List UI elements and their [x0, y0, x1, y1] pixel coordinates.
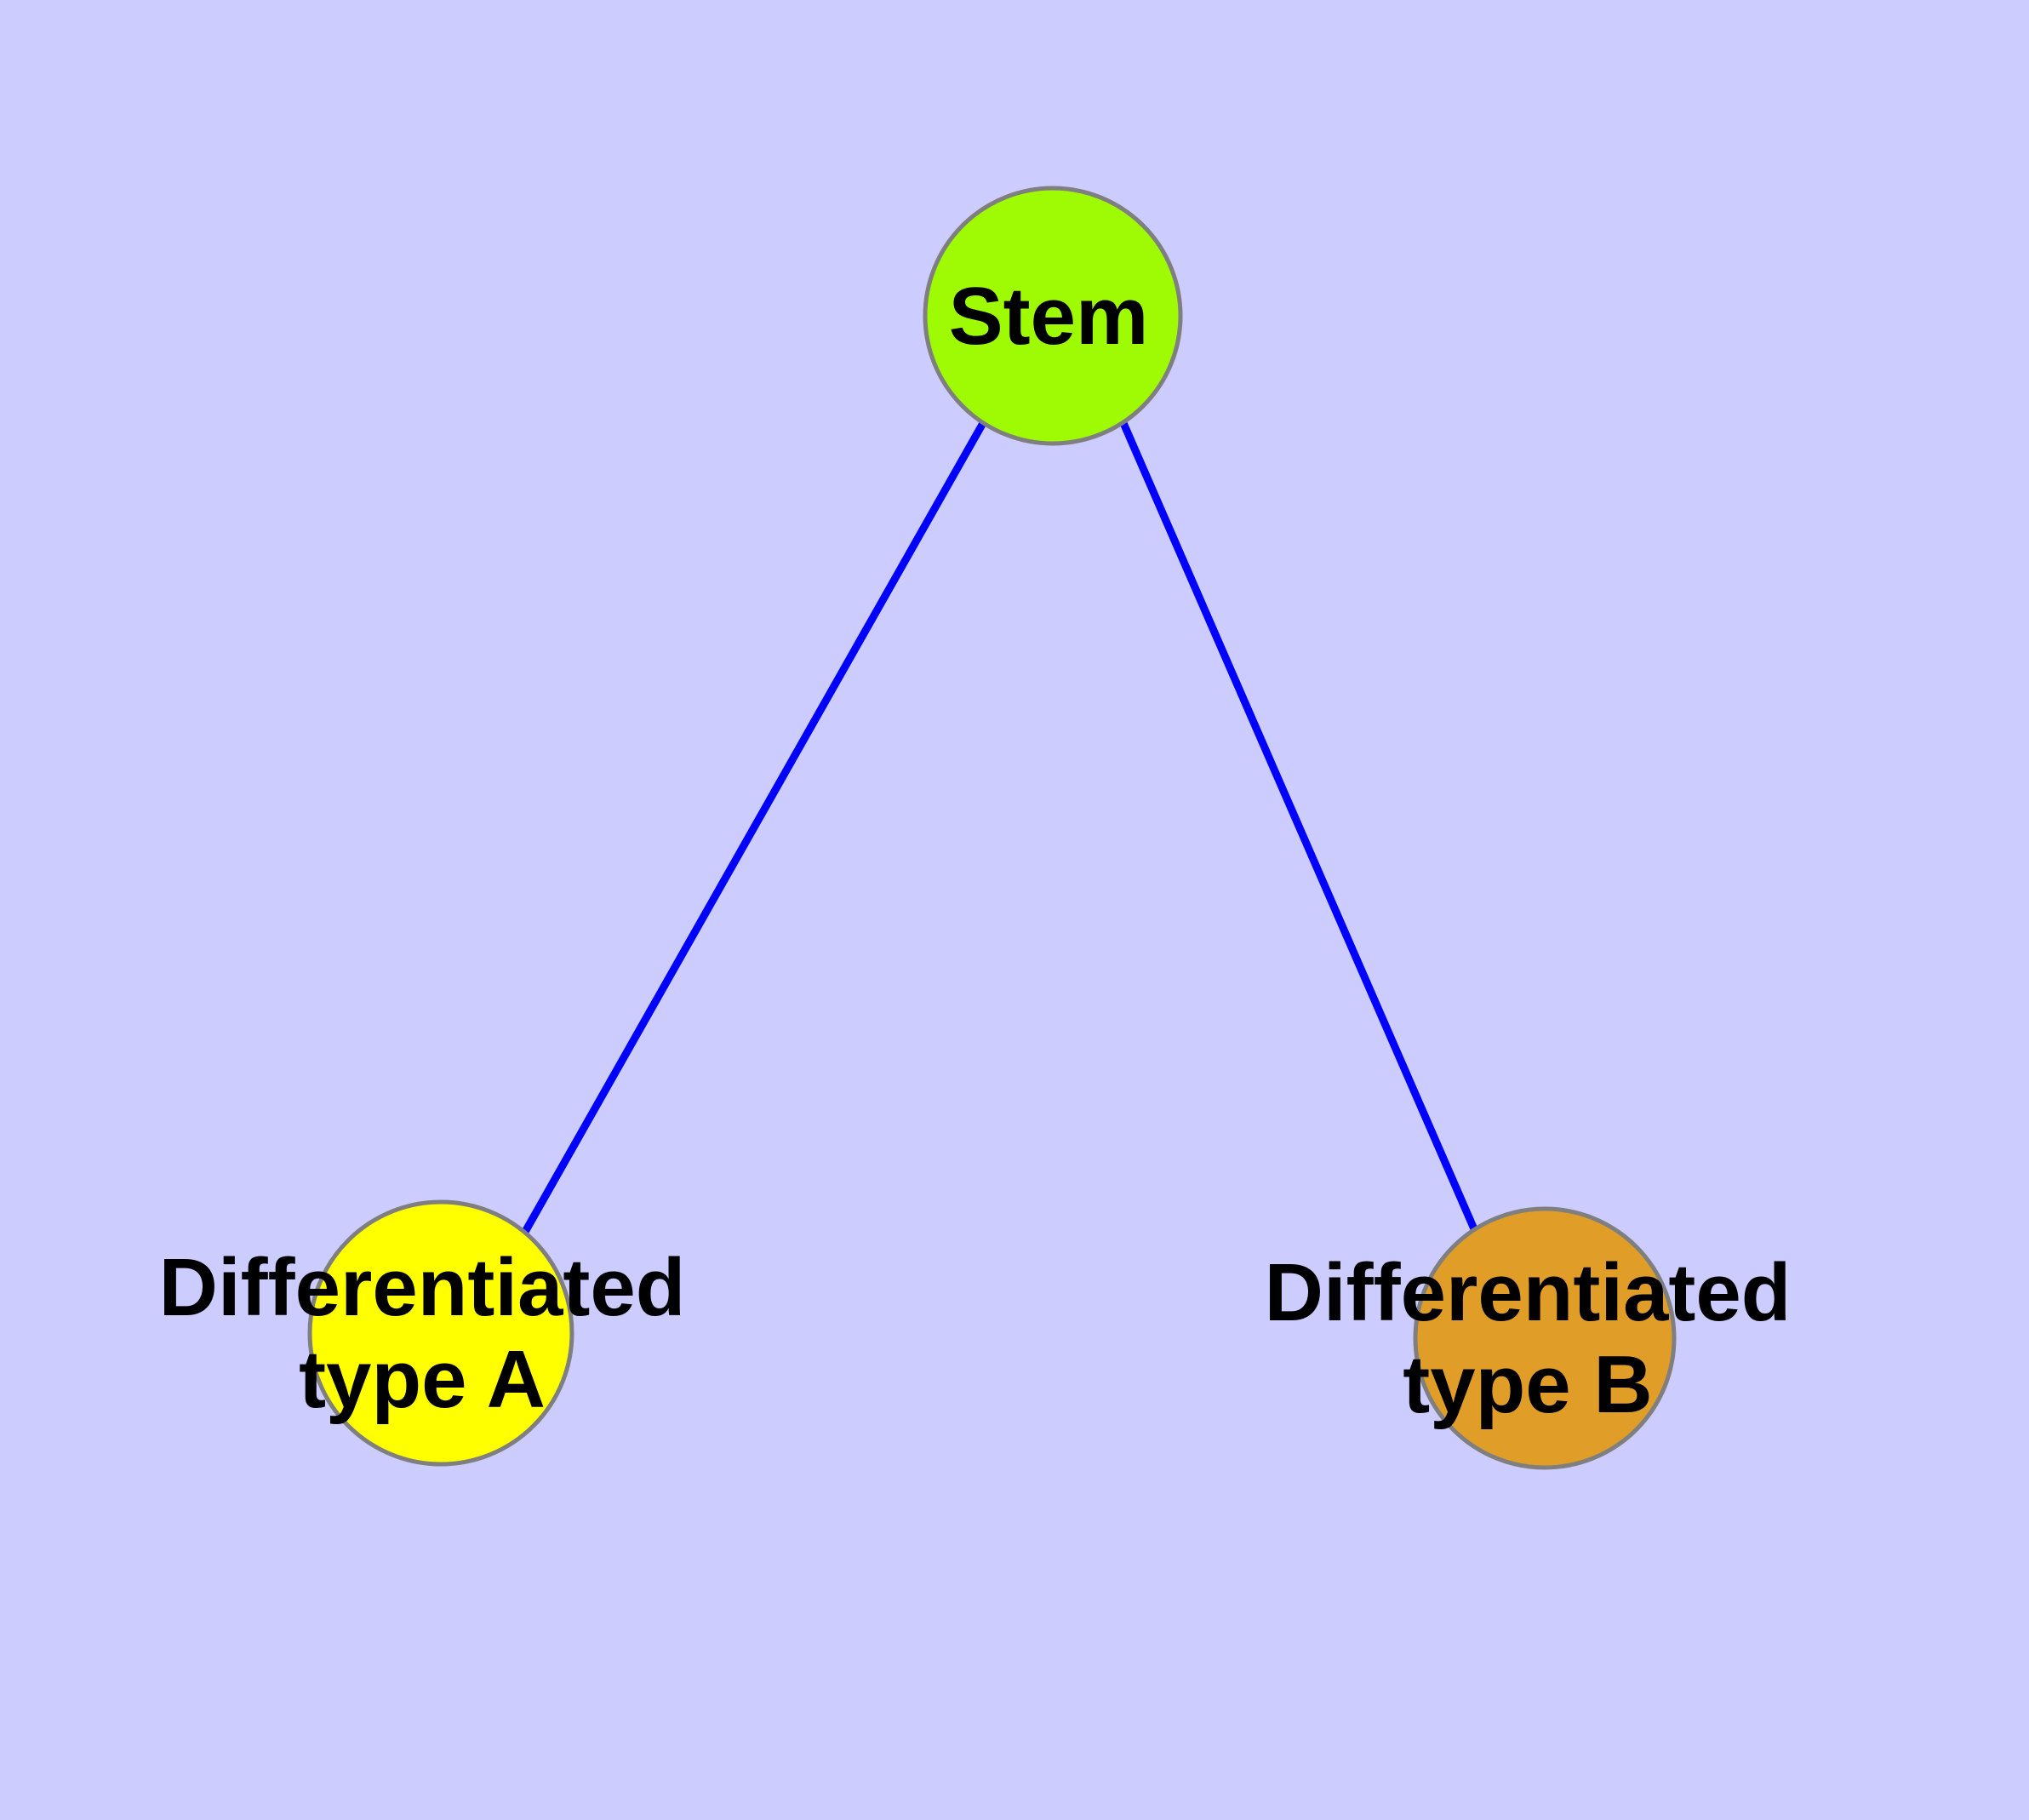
edge-stem-to-diff-b[interactable] [1119, 421, 1479, 1233]
node-label-line: Stem [949, 271, 1149, 362]
node-label-line: Differentiated [1265, 1247, 1792, 1338]
node-label-line: Differentiated [159, 1242, 686, 1333]
node-circle-diff-b[interactable] [1413, 1206, 1677, 1470]
nodes-layer [307, 186, 1677, 1470]
edges-layer [522, 421, 1479, 1234]
node-circle-diff-a[interactable] [307, 1199, 574, 1467]
node-label-stem: Stem [949, 271, 1149, 362]
edge-stem-to-diff-a[interactable] [522, 421, 986, 1234]
node-label-line: type A [299, 1334, 546, 1425]
node-label-line: type B [1403, 1339, 1652, 1430]
node-circle-stem[interactable] [923, 186, 1183, 446]
